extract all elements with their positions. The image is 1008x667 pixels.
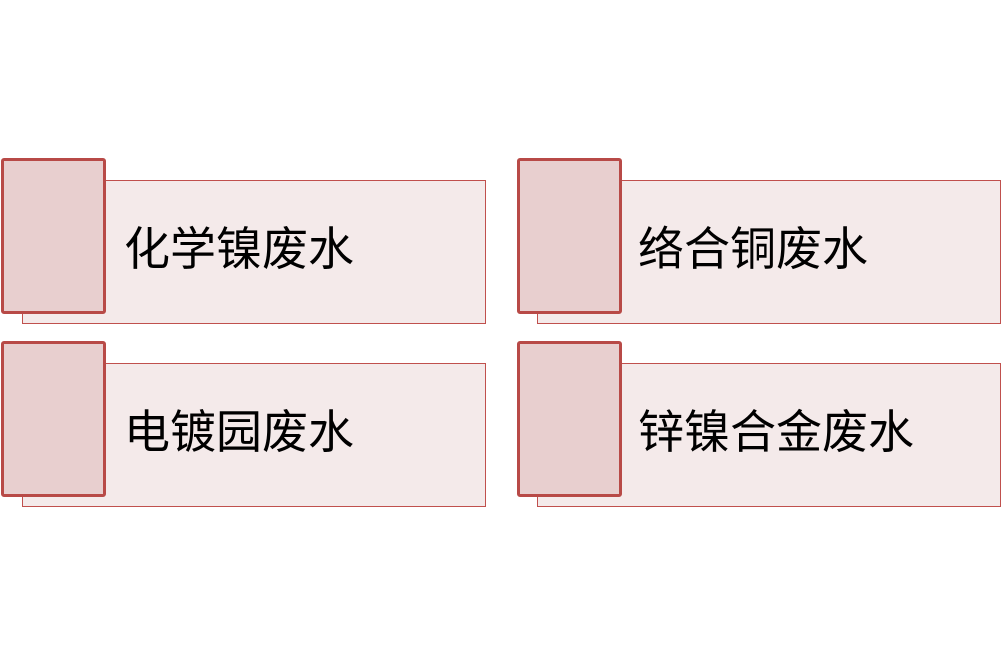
item-label: 锌镍合金废水 [638,405,914,459]
item-marker [517,158,622,314]
item-marker [1,341,106,497]
item-marker [1,158,106,314]
item-label: 电镀园废水 [124,405,354,459]
item-marker [517,341,622,497]
item-label: 化学镍废水 [124,222,354,276]
item-label: 络合铜废水 [638,222,868,276]
